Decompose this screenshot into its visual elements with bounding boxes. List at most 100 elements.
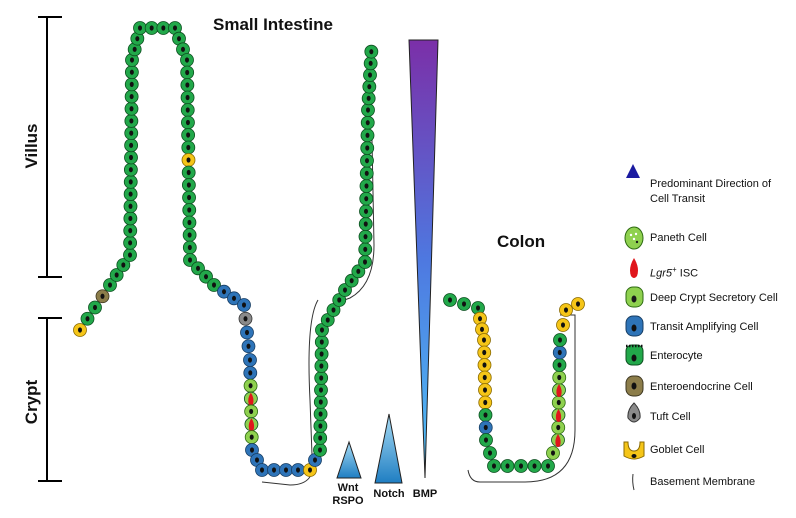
small-intestine-cell (182, 215, 197, 230)
small-intestine-cell (250, 453, 264, 467)
small-intestine-cell (313, 443, 327, 457)
small-intestine-cell (124, 150, 138, 165)
small-intestine-cell (116, 258, 131, 272)
small-intestine-cell (217, 284, 231, 299)
small-intestine-cell (360, 153, 374, 168)
small-intestine-cell (124, 126, 139, 141)
colon-cell (541, 459, 555, 473)
epithelium-cells (73, 21, 585, 477)
small-intestine-cell (123, 248, 137, 262)
small-intestine-cell (360, 128, 375, 143)
small-intestine-cell (73, 323, 87, 337)
small-intestine-cell (314, 347, 329, 361)
colon-cell (477, 370, 492, 385)
enteroendocrine-cell-icon (625, 375, 644, 397)
small-intestine-cell (362, 79, 377, 94)
colon-cell (546, 446, 560, 460)
small-intestine-cell (279, 463, 293, 477)
legend-item-enterocyte: Enterocyte (650, 350, 703, 362)
small-intestine-cell (172, 31, 186, 46)
small-intestine-cell (124, 89, 139, 104)
small-intestine-cell (199, 269, 213, 284)
colon-cell (556, 318, 570, 332)
small-intestine-cell (237, 298, 251, 312)
small-intestine-cell (313, 407, 328, 421)
colon-cell (471, 301, 485, 315)
legend-item-lgr5-isc: Lgr5+ ISC (650, 265, 699, 280)
small-intestine-cell (124, 65, 139, 80)
colon-cell (500, 459, 515, 473)
small-intestine-cell (338, 283, 352, 297)
small-intestine-cell (359, 179, 374, 193)
colon-cell (527, 459, 542, 473)
small-intestine-cell (313, 419, 328, 433)
small-intestine-cell (363, 68, 377, 82)
small-intestine-cell (227, 291, 241, 306)
legend-item-goblet-cell: Goblet Cell (650, 444, 705, 456)
cell-transit-arrow-icon (626, 164, 640, 212)
small-intestine-cell (238, 311, 253, 326)
basement-membrane-icon (632, 473, 635, 491)
small-intestine-cell (130, 31, 145, 46)
small-intestine-cell (267, 463, 281, 477)
legend-item-paneth-cell: Paneth Cell (650, 232, 707, 244)
small-intestine-cell (245, 443, 259, 457)
small-intestine-cell (326, 303, 341, 317)
tuft-cell-icon (627, 402, 641, 423)
small-intestine-cell (123, 187, 138, 201)
small-intestine-cell (182, 240, 197, 255)
legend-direction-label: Predominant Direction of Cell Transit (650, 178, 772, 205)
small-intestine-cell (314, 359, 329, 373)
small-intestine-cell (181, 128, 196, 142)
colon-cell (551, 420, 566, 435)
small-intestine-cell (244, 417, 259, 432)
small-intestine-cell (180, 65, 195, 80)
small-intestine-cell (244, 404, 259, 419)
small-intestine-cell (351, 264, 366, 279)
small-intestine-cell (360, 115, 375, 130)
small-intestine-cell (313, 431, 328, 445)
small-intestine-cell (123, 235, 138, 250)
villus-bracket (38, 16, 62, 278)
notch-label: Notch (373, 488, 405, 500)
small-intestine-cell (359, 166, 374, 181)
small-intestine-cell (315, 323, 329, 337)
small-intestine-cell (123, 162, 138, 177)
small-intestine-cell (359, 191, 374, 206)
colon-cell (552, 370, 567, 385)
small-intestine-cell (344, 273, 359, 288)
small-intestine-cell (95, 289, 110, 304)
small-intestine-cell (156, 21, 171, 35)
small-intestine-cell (314, 371, 329, 385)
legend-item-enteroendocrine-cell: Enteroendocrine Cell (650, 381, 753, 393)
basement-membrane (261, 139, 576, 486)
small-intestine-cell (180, 90, 195, 105)
goblet-cell-icon (623, 441, 645, 460)
small-intestine-cell (361, 91, 376, 106)
small-intestine-cell (180, 103, 195, 117)
small-intestine-cell (124, 138, 139, 153)
colon-cell (551, 395, 566, 410)
small-intestine-cell (359, 204, 373, 219)
bmp-gradient (408, 39, 439, 479)
small-intestine-cell (244, 430, 259, 445)
small-intestine-cell (207, 278, 221, 292)
small-intestine-cell (243, 391, 258, 406)
colon-cell (483, 446, 497, 460)
small-intestine-cell (364, 44, 379, 59)
colon-cell (551, 408, 566, 422)
crypt-label: Crypt (22, 379, 41, 425)
colon-cell (477, 333, 491, 347)
small-intestine-cell (243, 378, 258, 393)
colon-cell (487, 459, 501, 473)
colon-cell (479, 433, 493, 447)
small-intestine-cell (243, 365, 258, 380)
small-intestine-cell (358, 217, 373, 231)
small-intestine-cell (123, 223, 138, 238)
colon-cell (552, 383, 566, 397)
small-intestine-cell (124, 77, 139, 92)
small-intestine-cell (181, 140, 196, 155)
colon-cell (559, 303, 573, 317)
colon-cell (478, 420, 493, 435)
deep-crypt-secretory-cell-icon (625, 286, 644, 308)
